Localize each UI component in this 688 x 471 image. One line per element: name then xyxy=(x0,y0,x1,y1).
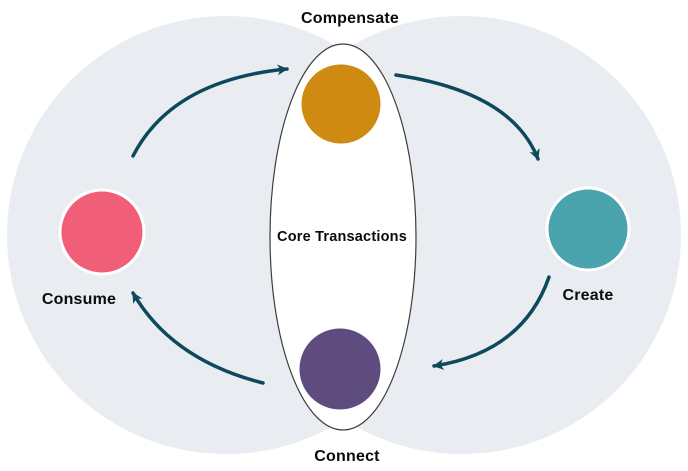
create-label: Create xyxy=(562,287,614,304)
node-compensate xyxy=(298,61,384,147)
core-transactions-label: Core Transactions xyxy=(277,229,407,245)
arrow-create-to-connect xyxy=(432,275,551,370)
node-create xyxy=(545,186,631,272)
node-connect xyxy=(296,325,384,413)
arrow-compensate-to-create xyxy=(394,73,540,161)
arrow-consume-to-compensate xyxy=(131,64,289,158)
core-transactions-ellipse xyxy=(269,43,417,431)
compensate-label: Compensate xyxy=(300,10,400,27)
arrow-connect-to-consume xyxy=(131,291,265,385)
consume-label: Consume xyxy=(41,291,117,308)
node-consume xyxy=(58,188,146,276)
connect-label: Connect xyxy=(314,448,380,465)
